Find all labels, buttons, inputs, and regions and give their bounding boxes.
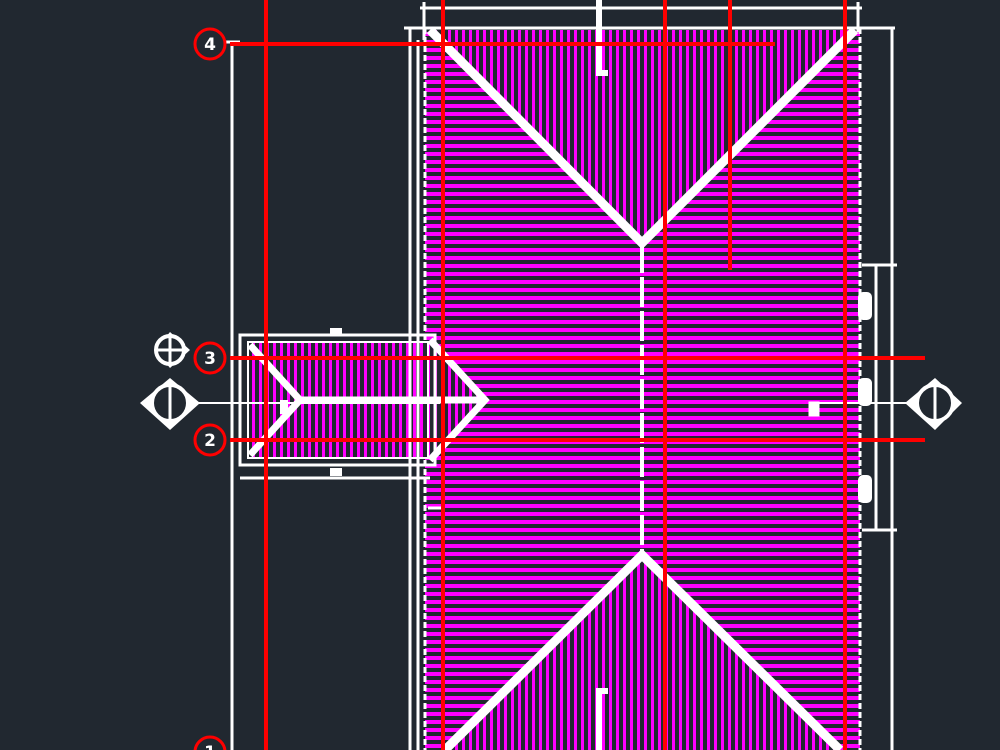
wall-openings [858, 292, 872, 503]
grid-bubble-3[interactable]: 3 [193, 341, 227, 375]
roof-face-bottom [440, 555, 845, 750]
section-marker-left-icon[interactable] [140, 378, 200, 430]
roof-face-top [430, 30, 855, 243]
main-roof[interactable] [423, 0, 862, 750]
grid-bubble-label: 3 [204, 349, 216, 369]
section-marker-right-icon[interactable] [905, 378, 962, 430]
grid-bubble-2[interactable]: 2 [193, 423, 227, 457]
north-marker-icon[interactable] [154, 332, 190, 368]
grid-bubble-label: 2 [204, 431, 216, 451]
grid-bubble-label: 1 [204, 743, 216, 750]
grid-lines [230, 0, 925, 750]
grid-bubble-label: 4 [204, 35, 216, 55]
grid-bubble-1[interactable]: 1 [193, 735, 227, 750]
dimension-lines [150, 2, 940, 750]
grid-bubble-4[interactable]: 4 [193, 27, 227, 61]
